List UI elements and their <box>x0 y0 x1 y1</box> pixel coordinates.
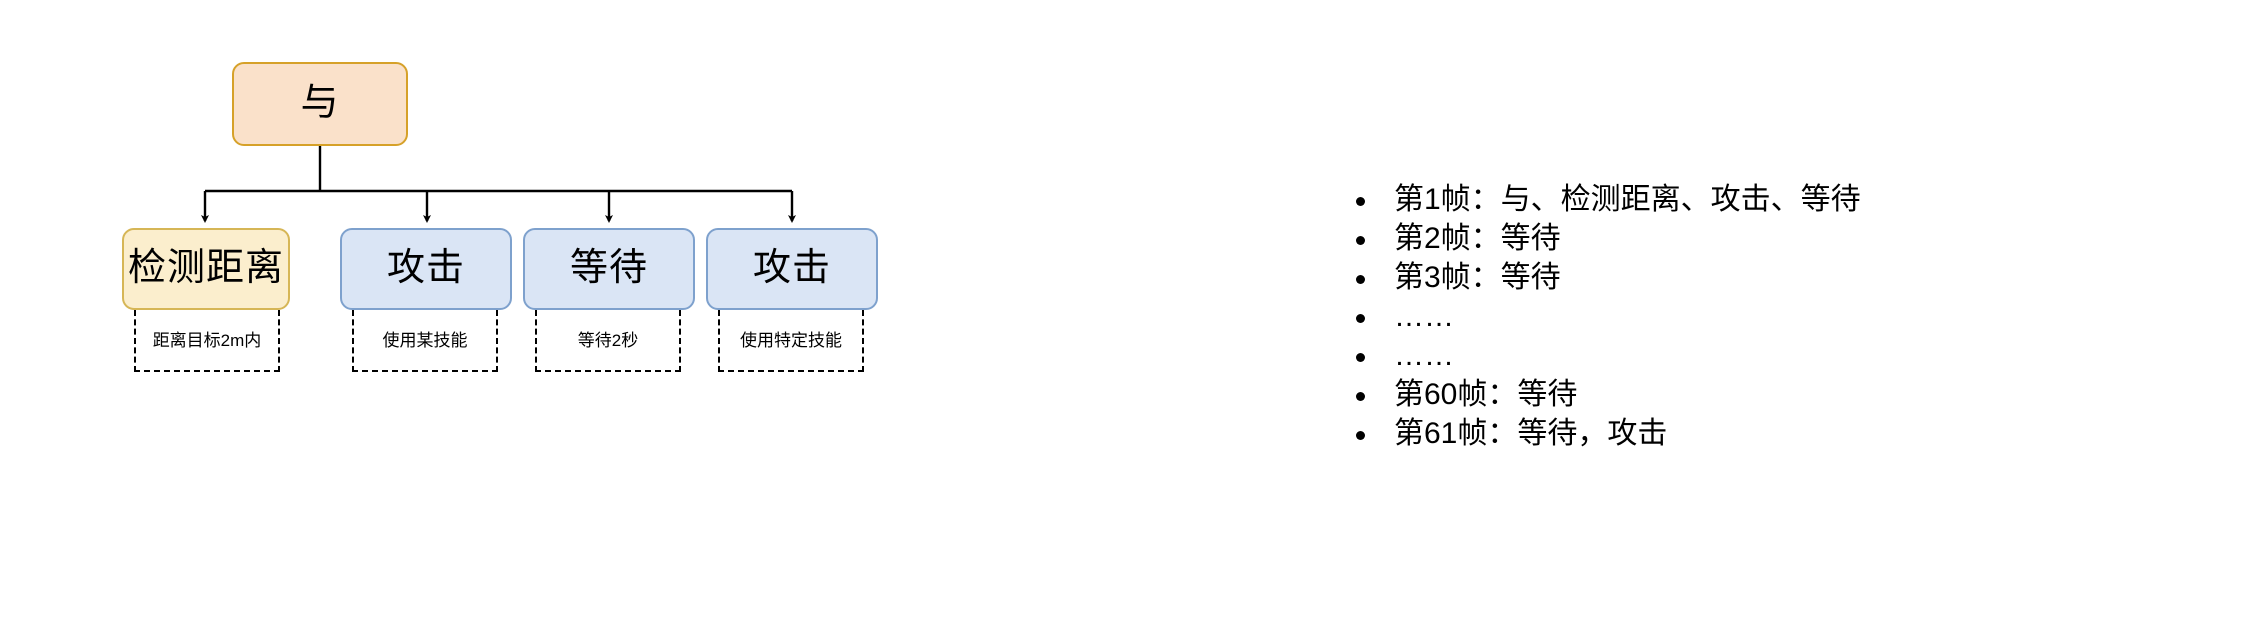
list-item: 第1帧：与、检测距离、攻击、等待 <box>1348 180 2148 219</box>
node-check-distance[interactable]: 检测距离 <box>122 228 290 310</box>
frame-log-list: 第1帧：与、检测距离、攻击、等待 第2帧：等待 第3帧：等待 …… …… 第60… <box>1348 180 2148 453</box>
annotation-attack-1: 使用某技能 <box>352 310 498 372</box>
annotation-label: 距离目标2m内 <box>152 331 262 350</box>
annotation-check-distance: 距离目标2m内 <box>134 310 280 372</box>
annotation-label: 使用某技能 <box>382 331 468 350</box>
list-item: 第61帧：等待，攻击 <box>1348 414 2148 453</box>
node-attack-2[interactable]: 攻击 <box>706 228 878 310</box>
node-attack-1[interactable]: 攻击 <box>340 228 512 310</box>
node-label: 攻击 <box>752 247 831 290</box>
list-item: …… <box>1348 297 2148 336</box>
node-label: 与 <box>300 82 340 125</box>
node-label: 等待 <box>569 247 648 290</box>
annotation-attack-2: 使用特定技能 <box>718 310 864 372</box>
list-item: 第3帧：等待 <box>1348 258 2148 297</box>
annotation-label: 等待2秒 <box>577 331 639 350</box>
list-item: 第2帧：等待 <box>1348 219 2148 258</box>
list-item: 第60帧：等待 <box>1348 375 2148 414</box>
node-label: 攻击 <box>386 247 465 290</box>
annotation-wait: 等待2秒 <box>535 310 681 372</box>
node-and-root[interactable]: 与 <box>232 62 408 146</box>
node-label: 检测距离 <box>127 247 284 290</box>
annotation-label: 使用特定技能 <box>740 331 842 350</box>
list-item: …… <box>1348 336 2148 375</box>
node-wait[interactable]: 等待 <box>523 228 695 310</box>
